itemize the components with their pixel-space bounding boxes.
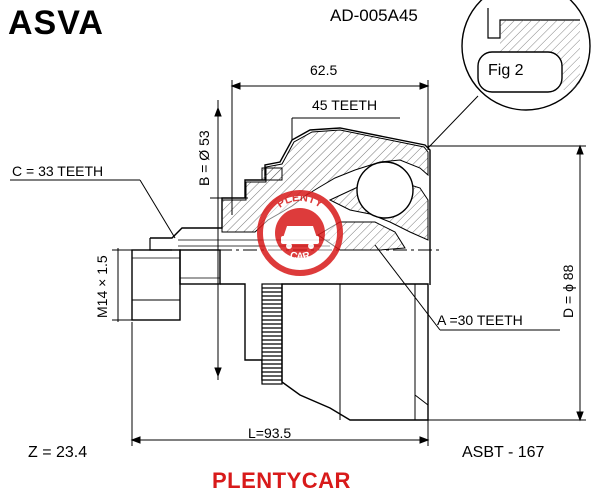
teeth-45-label: 45 TEETH	[312, 97, 378, 113]
c-teeth-label: C = 33 TEETH	[12, 163, 104, 179]
length-label: L=93.5	[248, 425, 292, 441]
dim-width-label: 62.5	[310, 62, 338, 78]
d-diameter-label: D = ϕ 88	[560, 264, 576, 318]
b-diameter-label: B = Ø 53	[196, 130, 212, 186]
a-teeth-label: A =30 TEETH	[437, 312, 523, 328]
thread-label: M14 × 1.5	[94, 255, 110, 318]
svg-text:PLENTY: PLENTY	[275, 192, 326, 211]
fig-detail-bubble	[427, 0, 591, 149]
fig-label: Fig 2	[488, 62, 524, 79]
plentycar-logo: PLENTY CAR	[257, 190, 343, 276]
brand-title: ASVA	[8, 4, 104, 42]
lower-section	[131, 249, 429, 421]
logo-bottom-text: CAR	[289, 250, 313, 263]
z-value: Z = 23.4	[28, 444, 88, 461]
plentycar-footer: PLENTYCAR	[212, 468, 351, 493]
logo-top-text: PLENTY	[275, 192, 326, 211]
part-number: AD-005A45	[330, 6, 418, 25]
dimension-lines	[10, 80, 586, 446]
asbt-code: ASBT - 167	[462, 444, 545, 461]
svg-text:CAR: CAR	[289, 250, 313, 263]
